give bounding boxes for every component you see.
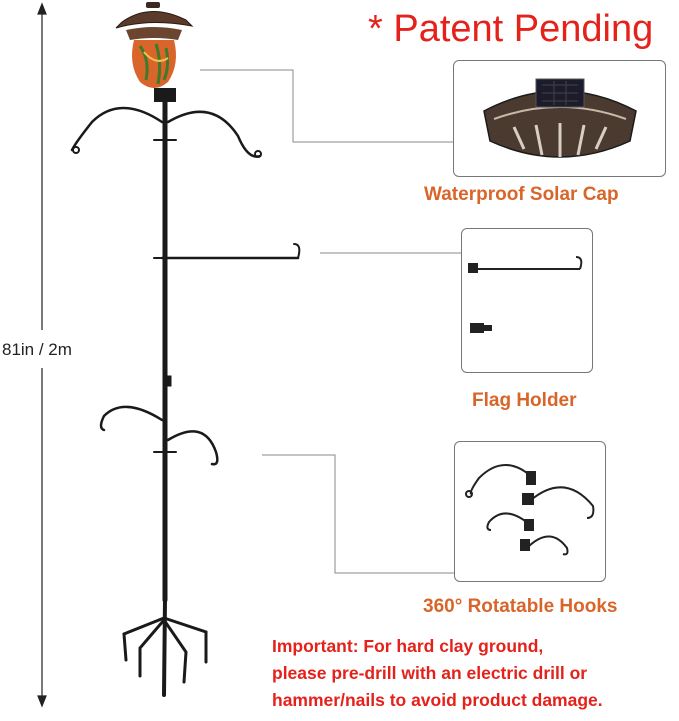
note-line-2: please pre-drill with an electric drill …: [272, 663, 588, 683]
rotatable-hooks-image: [465, 464, 595, 556]
solar-cap-image: [483, 78, 637, 158]
installation-note: Important: For hard clay ground, please …: [272, 633, 677, 714]
solar-cap-label: Waterproof Solar Cap: [424, 184, 619, 205]
solar-cap-panel: [453, 60, 666, 177]
height-dimension-line: [37, 2, 47, 708]
flag-holder-panel: [461, 228, 593, 373]
patent-pending-label: * Patent Pending: [368, 8, 654, 50]
callout-lines: [200, 69, 461, 574]
hooks-panel: [454, 441, 606, 582]
solar-lantern: [115, 2, 194, 102]
height-label: 81in / 2m: [2, 340, 72, 359]
rotatable-hooks-label: 360° Rotatable Hooks: [423, 596, 618, 617]
flag-holder-label: Flag Holder: [472, 390, 577, 411]
flag-holder-image: [468, 256, 583, 333]
note-line-3: hammer/nails to avoid product damage.: [272, 690, 603, 710]
note-line-1: Important: For hard clay ground,: [272, 636, 544, 656]
shepherd-hook-pole: [70, 97, 301, 697]
